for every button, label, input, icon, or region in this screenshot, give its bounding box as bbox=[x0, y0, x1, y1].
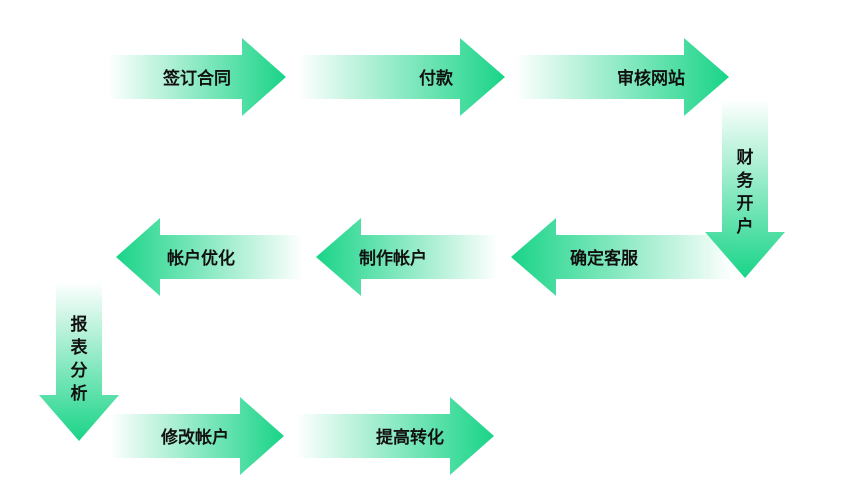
arrow-left-shape bbox=[511, 218, 733, 296]
arrow-left-shape bbox=[116, 218, 303, 296]
arrow-right-shape bbox=[296, 397, 494, 475]
step-improve-conversion: 提高转化 bbox=[296, 397, 494, 475]
step-finance-open-account: 财 务 开 户 bbox=[705, 100, 785, 278]
step-payment: 付款 bbox=[298, 38, 505, 116]
step-label-char: 分 bbox=[71, 361, 88, 381]
arrow-down-shape bbox=[39, 282, 119, 441]
step-label: 帐户优化 bbox=[167, 248, 235, 269]
step-label-char: 户 bbox=[737, 216, 754, 237]
arrow-right-shape bbox=[298, 38, 505, 116]
step-review-website: 审核网站 bbox=[515, 38, 729, 116]
step-label: 确定客服 bbox=[570, 248, 639, 269]
arrow-right-shape bbox=[515, 38, 729, 116]
arrow-right-shape bbox=[108, 38, 286, 116]
step-label: 修改帐户 bbox=[160, 427, 229, 448]
step-label-char: 财 bbox=[736, 147, 754, 168]
arrow-left-shape bbox=[316, 218, 498, 296]
step-sign-contract: 签订合同 bbox=[108, 38, 286, 116]
step-label-char: 表 bbox=[71, 337, 89, 358]
step-label-char: 开 bbox=[737, 194, 754, 214]
step-label-char: 务 bbox=[737, 170, 755, 191]
step-label-char: 报 bbox=[71, 314, 88, 335]
step-label: 审核网站 bbox=[617, 68, 685, 89]
step-label: 提高转化 bbox=[376, 427, 444, 448]
step-label: 付款 bbox=[419, 68, 454, 89]
arrow-down-shape bbox=[705, 100, 785, 278]
step-label: 制作帐户 bbox=[359, 248, 427, 269]
step-report-analysis: 报 表 分 析 bbox=[39, 282, 119, 441]
step-create-account: 制作帐户 bbox=[316, 218, 498, 296]
step-label: 签订合同 bbox=[162, 68, 231, 89]
step-modify-account: 修改帐户 bbox=[110, 397, 284, 475]
step-label-char: 析 bbox=[71, 383, 88, 404]
step-optimize-account: 帐户优化 bbox=[116, 218, 303, 296]
arrow-right-shape bbox=[110, 397, 284, 475]
step-confirm-service: 确定客服 bbox=[511, 218, 733, 296]
